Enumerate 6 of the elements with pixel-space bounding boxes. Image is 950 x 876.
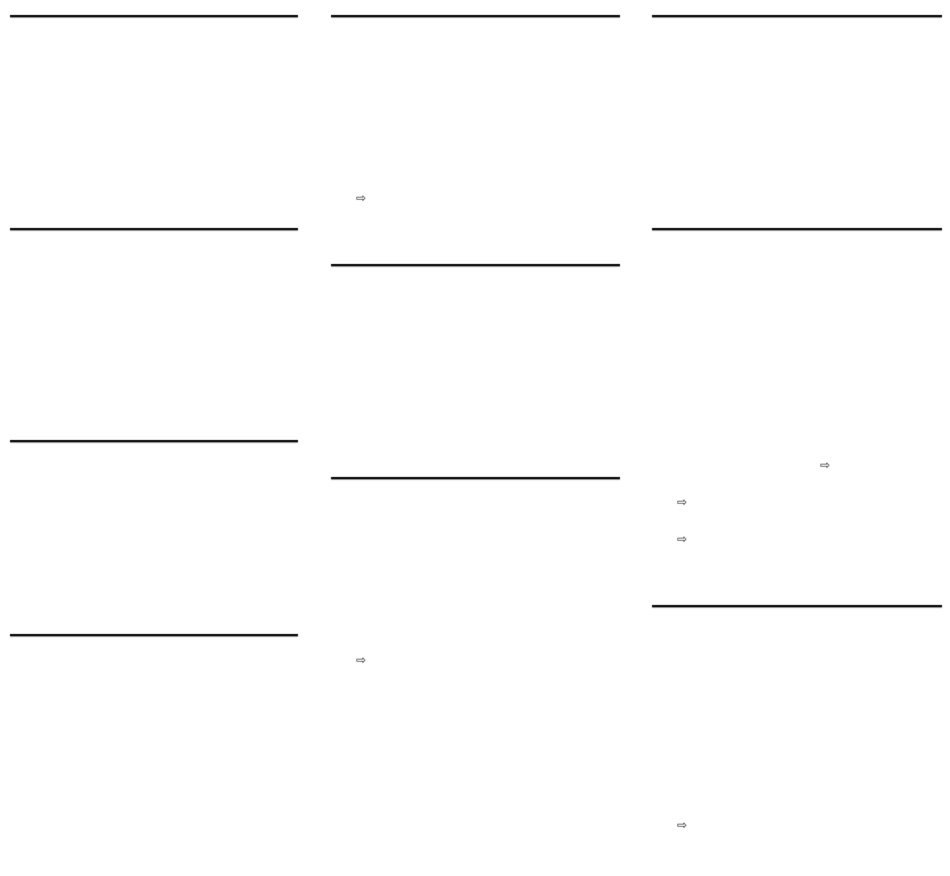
- reference-arrow: ⇨: [677, 818, 688, 832]
- reference-arrow: ⇨: [356, 191, 366, 205]
- reference-arrow: ⇨: [820, 458, 830, 472]
- reference-arrow: ⇨: [677, 495, 688, 509]
- reference-arrow: ⇨: [677, 532, 688, 546]
- reference-arrow: ⇨: [356, 653, 366, 667]
